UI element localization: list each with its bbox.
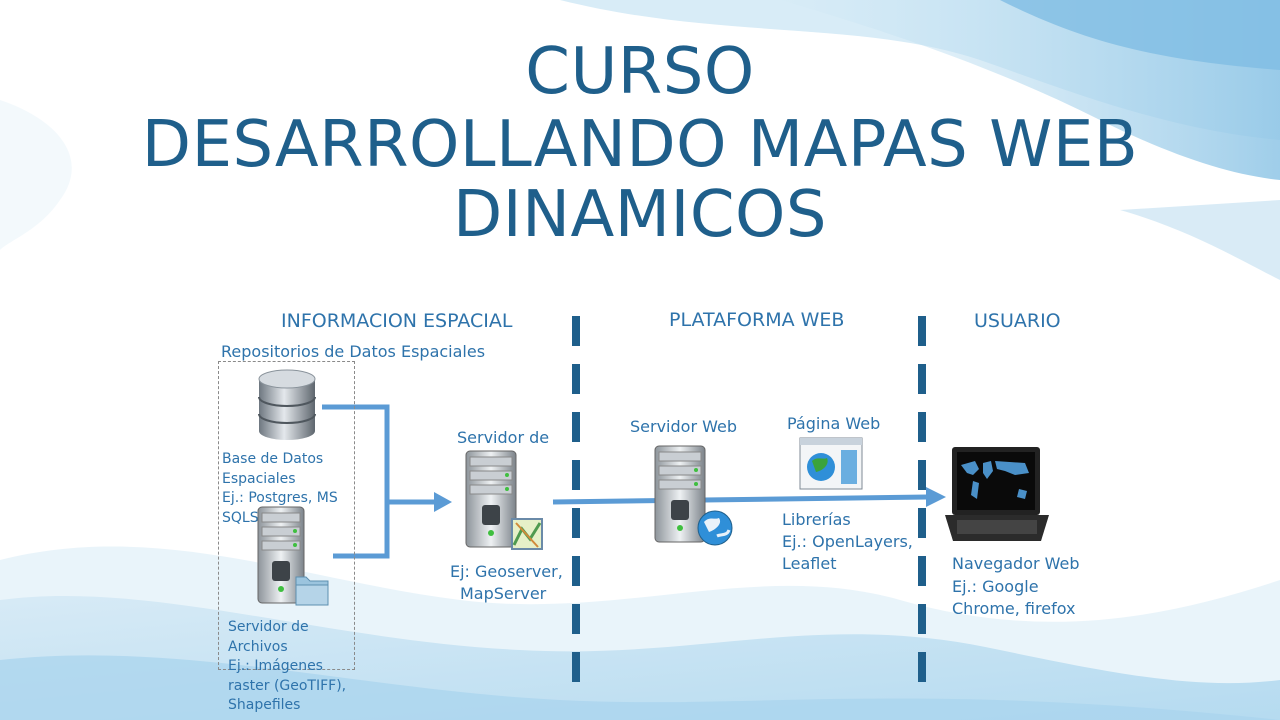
web-page-label: Página Web xyxy=(787,414,881,433)
map-server-label: Servidor de xyxy=(457,428,550,447)
repository-box xyxy=(218,361,355,670)
libraries-example: Ej.: OpenLayers, Leaflet xyxy=(782,532,913,573)
file-server-icon xyxy=(257,506,329,606)
section-web-platform: PLATAFORMA WEB xyxy=(669,309,845,331)
section-user: USUARIO xyxy=(974,310,1061,332)
fileserver-example: Ej.: Imágenes raster (GeoTIFF), Shapefil… xyxy=(228,658,347,713)
browser-example: Ej.: Google Chrome, firefox xyxy=(952,577,1076,618)
browser-label: Navegador Web xyxy=(952,554,1080,573)
web-server-icon xyxy=(654,445,733,546)
repository-label: Repositorios de Datos Espaciales xyxy=(221,342,486,361)
map-server-example: Ej: Geoserver,MapServer xyxy=(450,562,563,603)
title-line-1: CURSO xyxy=(525,35,755,109)
divider-2 xyxy=(918,316,926,686)
web-server-label: Servidor Web xyxy=(630,417,737,436)
title-line-3: DINAMICOS xyxy=(452,178,828,252)
title-line-2: DESARROLLANDO MAPAS WEB xyxy=(141,108,1139,182)
database-example: Ej.: Postgres, MS SQLS xyxy=(222,490,338,526)
globe-icon xyxy=(697,510,733,546)
libraries-label: Librerías xyxy=(782,510,851,529)
database-icon xyxy=(258,369,316,440)
fileserver-label: Servidor de Archivos xyxy=(228,619,309,655)
folder-icon xyxy=(295,576,329,606)
web-page-icon xyxy=(799,437,863,490)
map-server-icon xyxy=(465,450,543,550)
section-spatial-info: INFORMACION ESPACIAL xyxy=(281,310,513,332)
database-label: Base de Datos Espaciales xyxy=(222,451,324,487)
laptop-icon xyxy=(945,447,1049,541)
